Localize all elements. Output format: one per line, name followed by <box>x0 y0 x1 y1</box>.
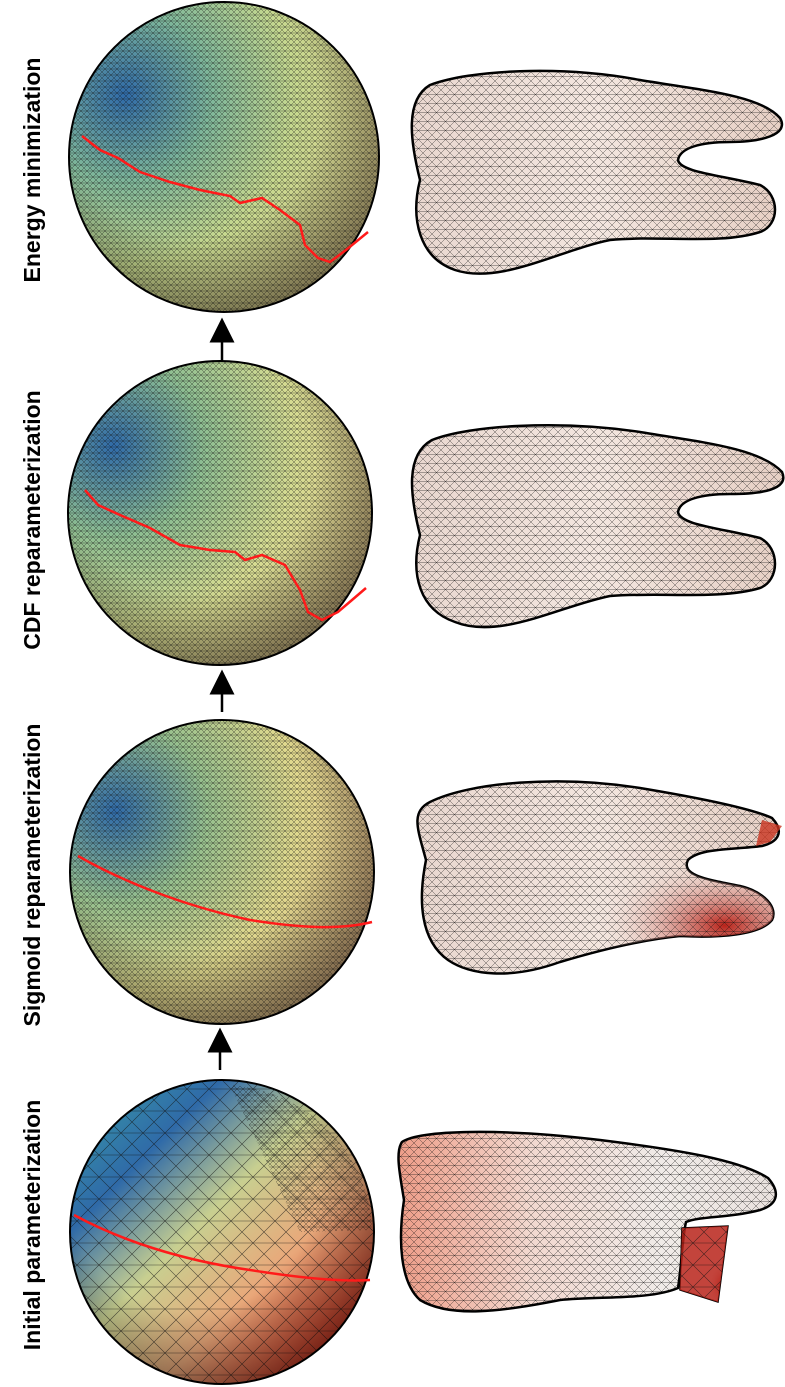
stage-cdf: CDF reparameterization <box>19 361 783 712</box>
stage-label-cdf: CDF reparameterization <box>19 390 45 649</box>
tooth-cdf <box>412 425 783 627</box>
tooth-sigmoid <box>417 781 782 973</box>
sphere-cdf <box>68 361 372 665</box>
sphere-sigmoid <box>70 720 374 1024</box>
stage-label-sigmoid: Sigmoid reparameterization <box>19 724 45 1027</box>
sphere-energy <box>69 2 379 312</box>
stage-sigmoid: Sigmoid reparameterization <box>19 720 782 1070</box>
stage-label-energy: Energy minimization <box>19 58 45 283</box>
tooth-energy <box>412 71 782 274</box>
sphere-initial <box>70 1080 374 1384</box>
stage-initial: Initial parameterization <box>19 1080 776 1384</box>
stage-energy: Energy minimization <box>19 2 782 362</box>
stage-label-initial: Initial parameterization <box>19 1100 45 1351</box>
tooth-initial <box>398 1132 775 1311</box>
